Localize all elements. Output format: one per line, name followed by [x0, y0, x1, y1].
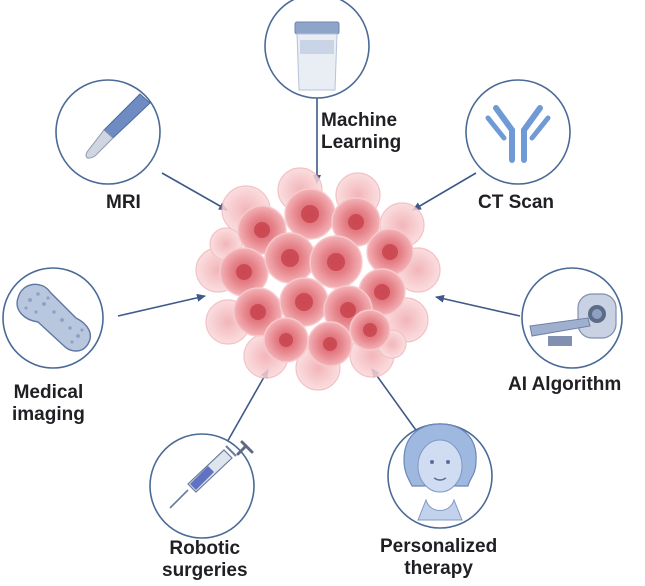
label-personalized-therapy-line2: therapy	[404, 558, 473, 579]
label-machine-learning-line1: Machine	[321, 110, 398, 131]
node-mri	[55, 79, 161, 185]
scalpel-icon	[85, 93, 151, 159]
label-mri: MRI	[106, 192, 141, 213]
node-machine-learning	[264, 0, 370, 99]
arrow-mri	[161, 172, 228, 211]
femur-bone-icon	[16, 283, 92, 352]
specimen-jar-icon	[294, 21, 340, 91]
label-robotic-surgeries-line2: surgeries	[162, 560, 248, 581]
arrow-ai-algorithm	[435, 294, 521, 317]
arrow-medical-imaging	[117, 293, 206, 317]
label-robotic-surgeries-line1: Robotic	[169, 538, 241, 559]
label-ct-scan: CT Scan	[478, 192, 555, 213]
label-personalized-therapy-line1: Personalized	[380, 536, 498, 557]
antibody-icon	[485, 105, 551, 163]
connector-arrows	[117, 98, 521, 445]
arrow-ct-scan	[412, 172, 477, 211]
node-ai-algorithm	[521, 267, 623, 369]
label-medical-imaging-line1: Medical	[13, 382, 84, 403]
node-personalized-therapy	[387, 423, 493, 529]
label-robotic-surgeries: Robotic surgeries	[162, 538, 248, 582]
arrow-personalized-therapy	[371, 368, 419, 434]
label-machine-learning-line2: Learning	[321, 132, 402, 153]
node-robotic-surgeries	[149, 433, 255, 539]
label-medical-imaging: Medical imaging	[12, 382, 85, 426]
tumor-cell-cluster-icon	[195, 167, 441, 391]
node-ct-scan	[465, 79, 571, 185]
arrow-robotic-surgeries	[225, 369, 269, 445]
label-medical-imaging-line2: imaging	[12, 404, 85, 425]
label-personalized-therapy: Personalized therapy	[380, 536, 497, 580]
node-medical-imaging	[2, 267, 104, 369]
ct-scanner-icon	[529, 293, 617, 346]
patient-face-icon	[403, 423, 477, 521]
label-ai-algorithm: AI Algorithm	[508, 374, 622, 395]
label-machine-learning: Machine Learning	[321, 110, 401, 154]
syringe-icon	[169, 440, 254, 509]
